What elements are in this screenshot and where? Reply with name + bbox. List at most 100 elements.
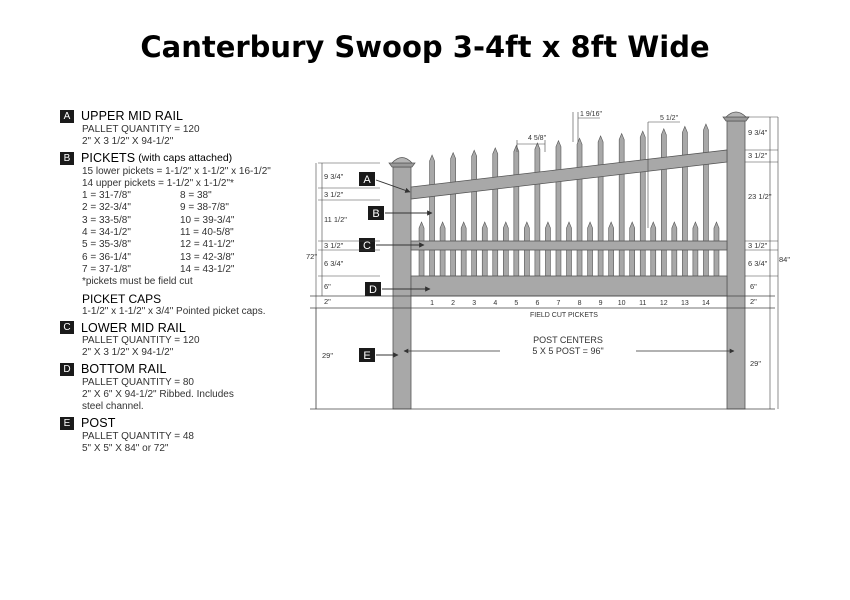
left-dim: 3 1/2" xyxy=(324,241,344,250)
upper-picket xyxy=(450,151,456,277)
callout-d-letter: D xyxy=(369,284,377,296)
lower-mid-rail xyxy=(410,240,728,251)
left-post-cap xyxy=(388,162,416,168)
badge-d: D xyxy=(60,362,74,376)
right-dim: 6" xyxy=(750,282,757,291)
legend-d-line: steel channel. xyxy=(82,401,144,413)
picket-number: 11 xyxy=(639,300,646,307)
callout-b-box xyxy=(368,206,384,220)
right-post xyxy=(722,111,750,410)
upper-picket xyxy=(682,125,688,277)
picket-size: 9 = 38-7/8" xyxy=(180,202,229,214)
picket-number: 6 xyxy=(535,300,539,307)
legend-a-name: UPPER MID RAIL xyxy=(81,109,184,124)
picket-size: 14 = 43-1/2" xyxy=(180,263,235,275)
right-dim: 2" xyxy=(750,297,757,306)
picket-number: 13 xyxy=(681,300,689,307)
pickets-group xyxy=(418,123,720,277)
legend-d-name: BOTTOM RAIL xyxy=(81,362,167,377)
callout-a-box xyxy=(359,172,375,186)
callout-e-box xyxy=(359,348,375,362)
picket-size: 5 = 35-3/8" xyxy=(82,239,131,251)
picket-size: 6 = 36-1/4" xyxy=(82,251,131,263)
right-dim: 23 1/2" xyxy=(748,192,772,201)
legend-d-line: 2" X 6" X 94-1/2" Ribbed. Includes xyxy=(82,389,234,401)
picket-number: 3 xyxy=(472,300,476,307)
left-dim: 11 1/2" xyxy=(324,215,347,224)
legend-b-footnote: *pickets must be field cut xyxy=(82,276,193,288)
upper-picket xyxy=(576,137,583,277)
upper-picket xyxy=(703,123,709,277)
picket-number: 8 xyxy=(578,300,582,307)
callout-a-arrow xyxy=(375,179,411,193)
legend-a-line: 2" X 3 1/2" X 94-1/2" xyxy=(82,136,174,148)
legend-b-line: 14 upper pickets = 1-1/2" x 1-1/2"* xyxy=(82,177,234,189)
top-dim: 1 9/16" xyxy=(580,111,602,118)
upper-picket xyxy=(471,149,477,277)
legend-e-line: 5" X 5" X 84" or 72" xyxy=(82,442,169,454)
upper-picket xyxy=(555,139,562,277)
callout-a-letter: A xyxy=(363,174,371,186)
legend-c-name: LOWER MID RAIL xyxy=(81,320,186,335)
picket-number: 1 xyxy=(430,300,434,307)
picket-size: 12 = 41-1/2" xyxy=(180,239,235,251)
picket-size: 13 = 42-3/8" xyxy=(180,251,235,263)
right-dim: 3 1/2" xyxy=(748,151,768,160)
callout-c-letter: C xyxy=(363,240,371,252)
right-dim: 29" xyxy=(750,359,761,368)
right-dimensions xyxy=(745,116,779,409)
upper-picket xyxy=(661,127,667,277)
top-dimensions xyxy=(516,112,680,228)
badge-a: A xyxy=(60,110,74,123)
field-cut-label: FIELD CUT PICKETS xyxy=(530,312,598,319)
picket-number: 9 xyxy=(599,300,603,307)
legend-c-line: 2" X 3 1/2" X 94-1/2" xyxy=(82,347,174,359)
left-dim: 2" xyxy=(324,297,331,306)
callout-a: A xyxy=(359,172,411,193)
right-dim-overall: 84" xyxy=(779,255,790,264)
left-dim: 6" xyxy=(324,282,331,291)
picket-number: 4 xyxy=(493,300,497,307)
left-dim: 9 3/4" xyxy=(324,172,344,181)
legend-a-line: PALLET QUANTITY = 120 xyxy=(82,124,200,135)
picket-number: 14 xyxy=(702,300,710,307)
left-dim: 29" xyxy=(322,351,333,360)
callout-e-letter: E xyxy=(363,350,370,362)
callout-e: E xyxy=(359,348,399,362)
right-post-cap xyxy=(722,116,750,122)
callout-d-box xyxy=(365,282,381,296)
picket-size: 3 = 33-5/8" xyxy=(82,214,131,226)
legend-d-line: PALLET QUANTITY = 80 xyxy=(82,376,194,388)
legend-b-name: PICKETS xyxy=(81,150,136,165)
legend-upper-mid-rail: A UPPER MID RAIL PALLET QUANTITY = 120 2"… xyxy=(60,110,310,149)
legend-bottom-rail: D BOTTOM RAIL PALLET QUANTITY = 80 2" X 6… xyxy=(60,363,310,414)
post-centers-value: 5 X 5 POST = 96" xyxy=(532,346,603,356)
page-title: Canterbury Swoop 3-4ft x 8ft Wide xyxy=(140,30,710,64)
callout-c-box xyxy=(359,238,375,252)
upper-picket xyxy=(618,132,625,277)
upper-picket xyxy=(639,130,646,277)
callout-b: B xyxy=(368,206,433,220)
picket-number: 2 xyxy=(451,300,455,307)
left-dimensions xyxy=(315,162,380,409)
upper-picket xyxy=(534,142,541,277)
left-dim-overall: 72" xyxy=(306,252,317,261)
picket-number: 7 xyxy=(557,300,561,307)
top-dim: 4 5/8" xyxy=(528,135,547,142)
upper-picket xyxy=(513,144,520,277)
upper-picket xyxy=(597,135,604,277)
badge-e: E xyxy=(60,416,74,430)
right-post-body xyxy=(726,120,746,410)
left-post-cap-top xyxy=(391,157,413,164)
legend-caps-name: PICKET CAPS xyxy=(82,291,162,306)
left-dim: 6 3/4" xyxy=(324,259,344,268)
picket-size: 4 = 34-1/2" xyxy=(82,227,131,239)
picket-size: 10 = 39-3/4" xyxy=(180,214,235,226)
post-centers-label: POST CENTERS xyxy=(533,335,603,345)
legend-b-note: (with caps attached) xyxy=(138,151,233,164)
picket-size: 8 = 38" xyxy=(180,190,212,202)
picket-size-grid: 1 = 31-7/8"8 = 38" 2 = 32-3/4"9 = 38-7/8… xyxy=(60,190,310,276)
